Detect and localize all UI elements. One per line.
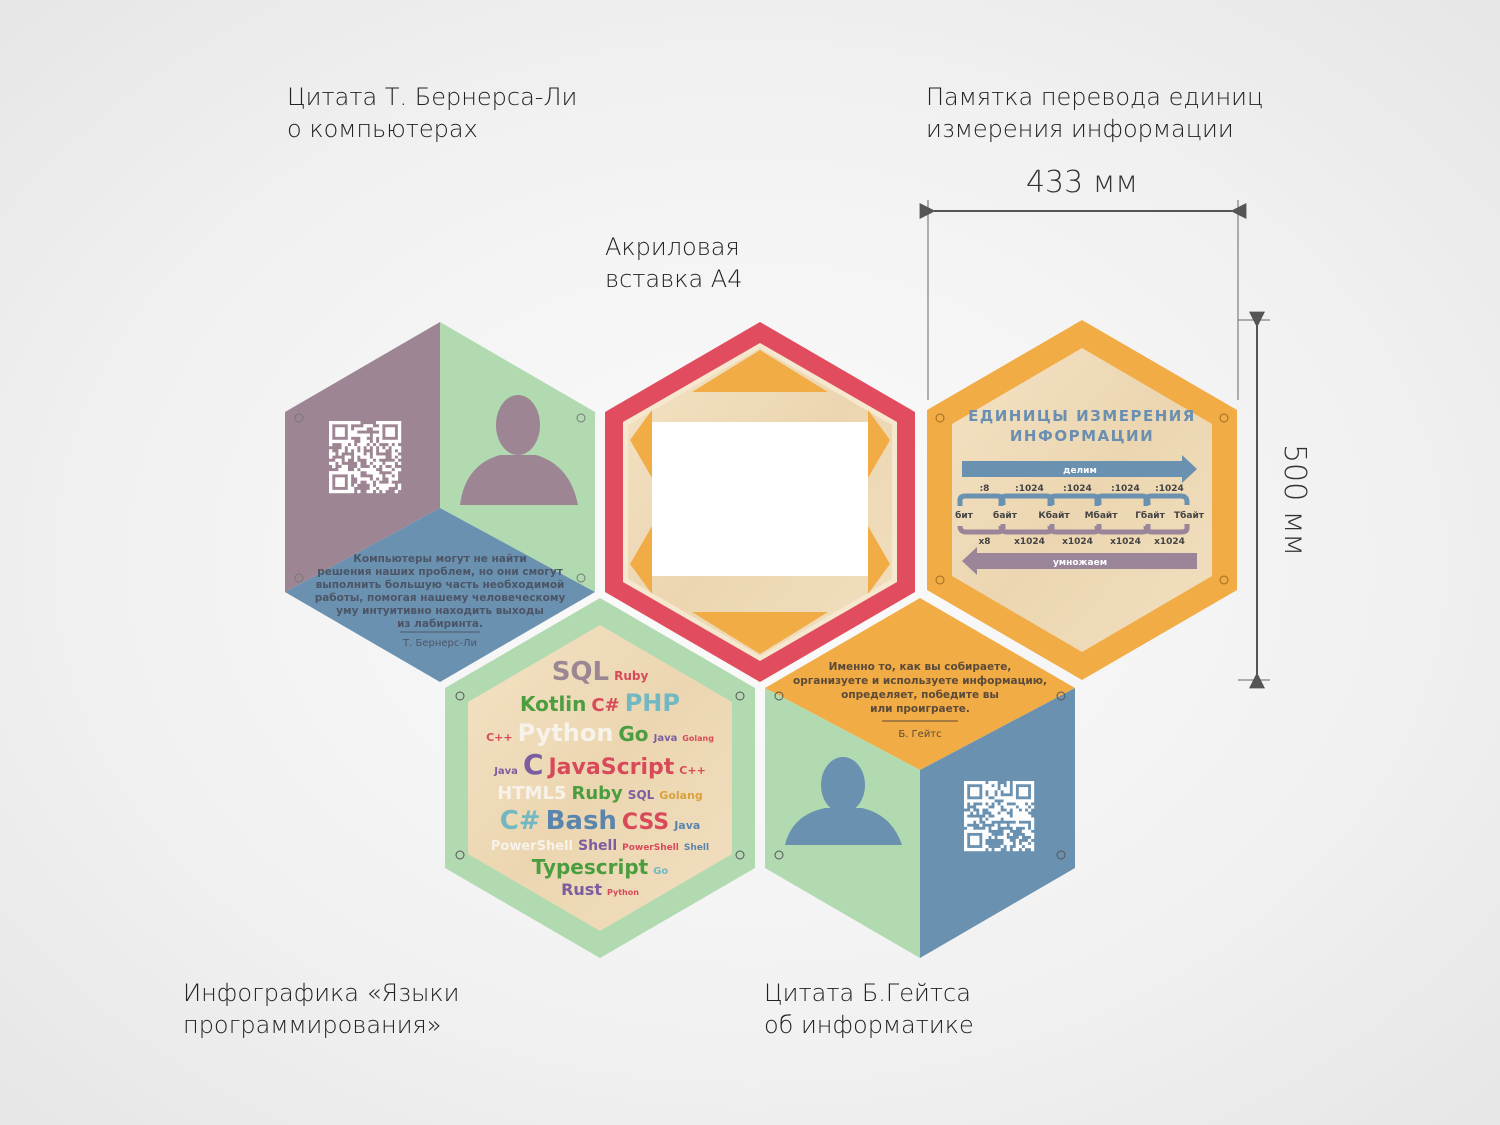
quote-line: или проиграете. bbox=[870, 703, 970, 715]
units-title-line: ЕДИНИЦЫ ИЗМЕРЕНИЯ bbox=[968, 407, 1196, 425]
unit-label: Гбайт bbox=[1135, 510, 1165, 521]
multiply-factor: x1024 bbox=[1062, 537, 1093, 547]
word-cloud-word: C++ bbox=[486, 731, 513, 744]
word-cloud-word: Ruby bbox=[572, 783, 624, 804]
label-line: Акриловая bbox=[605, 233, 740, 261]
height-label: 500 мм bbox=[1277, 444, 1312, 556]
multiply-factor: x1024 bbox=[1154, 537, 1185, 547]
quote-author: Т. Бернерс-Ли bbox=[402, 638, 477, 649]
label-line: Цитата Т. Бернерса-Ли bbox=[287, 83, 578, 111]
hex-gates-quote: Именно то, как вы собираете, организуете… bbox=[765, 598, 1075, 958]
word-cloud-word: Rust bbox=[561, 880, 602, 899]
word-cloud-word: SQL bbox=[552, 657, 609, 687]
label-line: Инфографика «Языки bbox=[183, 979, 460, 1007]
word-cloud-word: Golang bbox=[659, 789, 702, 802]
divide-factor: :8 bbox=[980, 484, 990, 494]
divide-factor: :1024 bbox=[1063, 484, 1092, 494]
word-cloud-word: C# bbox=[591, 695, 619, 716]
dimension-height: 500 мм bbox=[1238, 311, 1312, 689]
label-line: измерения информации bbox=[926, 115, 1234, 143]
word-cloud-word: Shell bbox=[578, 838, 617, 854]
label-berners-lee: Цитата Т. Бернерса-Ли о компьютерах bbox=[287, 81, 577, 145]
hex-acrylic-insert bbox=[605, 322, 915, 682]
word-cloud-word: C++ bbox=[679, 764, 706, 777]
multiply-factor: x8 bbox=[978, 537, 990, 547]
portrait-silhouette bbox=[785, 757, 902, 845]
unit-label: бит bbox=[955, 510, 974, 521]
divide-label: делим bbox=[1063, 466, 1097, 476]
word-cloud-word: Typescript bbox=[532, 855, 649, 879]
divide-arrow bbox=[962, 455, 1197, 483]
multiply-arrow bbox=[962, 547, 1197, 575]
divide-loop-arrow bbox=[1143, 493, 1190, 506]
quote-author: Б. Гейтс bbox=[898, 729, 941, 740]
word-cloud-word: Java bbox=[653, 733, 678, 744]
word-cloud-word: Python bbox=[518, 719, 614, 747]
word-cloud-word: Go bbox=[653, 866, 668, 877]
word-cloud-word: Ruby bbox=[614, 669, 648, 683]
word-cloud-word: Python bbox=[607, 888, 639, 897]
hex-units-cheatsheet: ЕДИНИЦЫ ИЗМЕРЕНИЯ ИНФОРМАЦИИ делим умнож… bbox=[927, 320, 1237, 680]
quote-line: работы, помогая нашему человеческому bbox=[315, 592, 566, 604]
word-cloud-word: Shell bbox=[684, 843, 709, 853]
label-line: вставка А4 bbox=[605, 265, 743, 293]
hex-berners-lee-quote: Компьютеры могут не найти решения наших … bbox=[285, 322, 595, 682]
quote-line: организуете и используете информацию, bbox=[793, 675, 1047, 687]
word-cloud-word: C bbox=[523, 748, 544, 781]
label-line: программирования» bbox=[183, 1011, 442, 1039]
units-conversion-row: бит байт Кбайт Мбайт Гбайт Тбайт :8 x8 :1024 x102… bbox=[955, 484, 1205, 547]
word-cloud-word: Bash bbox=[546, 806, 617, 836]
multiply-factor: x1024 bbox=[1110, 537, 1141, 547]
quote-line: определяет, победите вы bbox=[841, 689, 999, 701]
quote-line: уму интуитивно находить выходы bbox=[336, 605, 544, 617]
unit-label: байт bbox=[993, 510, 1018, 521]
label-line: Памятка перевода единиц bbox=[926, 83, 1264, 111]
qr-code bbox=[329, 421, 402, 494]
width-label: 433 мм bbox=[1026, 165, 1138, 200]
a4-insert-area bbox=[652, 422, 868, 576]
word-cloud-word: Kotlin bbox=[520, 692, 586, 716]
word-cloud-word: Go bbox=[618, 722, 648, 746]
word-cloud-word: CSS bbox=[622, 810, 669, 835]
unit-label: Тбайт bbox=[1174, 510, 1205, 521]
word-cloud-word: PowerShell bbox=[622, 843, 679, 853]
dimension-width: 433 мм bbox=[919, 165, 1247, 400]
quote-line: из лабиринта. bbox=[397, 618, 483, 630]
quote-line: решения наших проблем, но они смогут bbox=[317, 566, 564, 578]
label-acrylic: Акриловая вставка А4 bbox=[605, 231, 742, 295]
label-line: об информатике bbox=[764, 1011, 974, 1039]
word-cloud-word: HTML5 bbox=[497, 783, 566, 804]
quote-line: Именно то, как вы собираете, bbox=[829, 661, 1012, 673]
word-cloud-word: Java bbox=[493, 766, 518, 777]
multiply-loop-arrow bbox=[1143, 524, 1190, 535]
unit-label: Кбайт bbox=[1038, 510, 1070, 521]
multiply-factor: x1024 bbox=[1014, 537, 1045, 547]
label-line: о компьютерах bbox=[287, 115, 478, 143]
qr-code bbox=[964, 781, 1035, 852]
label-line: Цитата Б.Гейтса bbox=[764, 979, 971, 1007]
word-cloud-word: C# bbox=[500, 806, 541, 836]
word-cloud-word: Java bbox=[673, 819, 700, 832]
divide-factor: :1024 bbox=[1111, 484, 1140, 494]
word-cloud-word: SQL bbox=[628, 788, 655, 802]
quote-line: Компьютеры могут не найти bbox=[353, 553, 526, 565]
divide-factor: :1024 bbox=[1155, 484, 1184, 494]
unit-label: Мбайт bbox=[1085, 510, 1119, 521]
quote-line: выполнить большую часть необходимой bbox=[316, 579, 565, 591]
multiply-label: умножаем bbox=[1053, 558, 1107, 568]
label-gates: Цитата Б.Гейтса об информатике bbox=[764, 977, 974, 1041]
word-cloud-word: PHP bbox=[625, 689, 680, 717]
word-cloud-word: Golang bbox=[682, 734, 714, 743]
label-units: Памятка перевода единиц измерения информа… bbox=[926, 81, 1263, 145]
word-cloud-word: JavaScript bbox=[547, 755, 675, 780]
label-languages: Инфографика «Языки программирования» bbox=[183, 977, 459, 1041]
units-title-line: ИНФОРМАЦИИ bbox=[1010, 427, 1154, 445]
divide-factor: :1024 bbox=[1015, 484, 1044, 494]
portrait-silhouette bbox=[460, 395, 578, 505]
word-cloud-word: PowerShell bbox=[491, 839, 573, 854]
